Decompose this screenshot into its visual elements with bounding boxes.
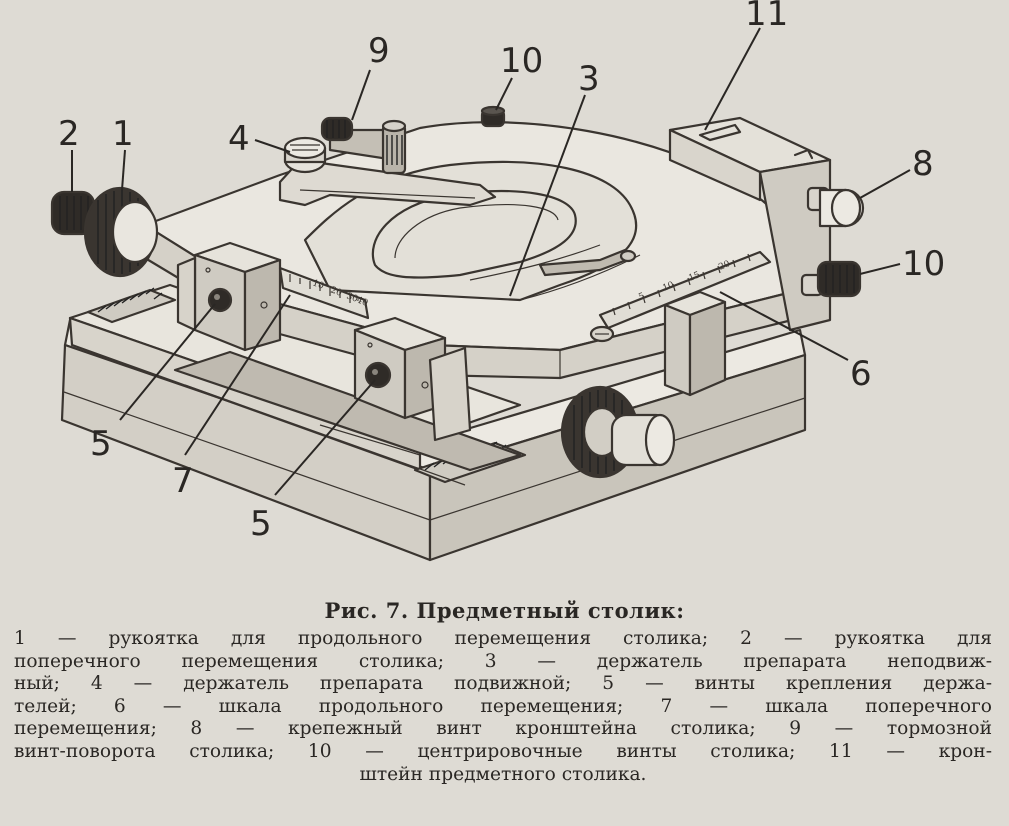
scale-7-mark: 10: [311, 278, 325, 291]
callout-label: 4: [228, 119, 250, 159]
callout-label: 2: [58, 114, 80, 154]
caption-line: ный; 4 — держатель препарата подвижной; …: [14, 673, 992, 695]
transverse-scale-7: 10 20 30 40: [278, 266, 369, 320]
callout-label: 5: [250, 504, 272, 544]
callout-label: 3: [578, 59, 600, 99]
caption-line: штейн предметного столика.: [359, 763, 647, 785]
clamp-block-left: [176, 241, 282, 352]
caption-line: телей; 6 — шкала продольного перемещения…: [14, 695, 992, 717]
callout-label: 5: [90, 424, 112, 464]
microscope-stage-illustration: 10 20 30 40 5 10 15 20: [50, 0, 945, 562]
figure-caption: Рис. 7. Предметный столик: 1 — рукоятка …: [0, 596, 1009, 826]
clamp-block-right: [353, 316, 472, 442]
handle-1-longitudinal: [83, 186, 159, 278]
scale-7-mark: 20: [329, 285, 343, 298]
caption-title: Рис. 7. Предметный столик:: [324, 598, 685, 623]
centering-screw-top: [480, 105, 506, 128]
caption-line: поперечного перемещения столика; 3 — дер…: [14, 650, 992, 672]
scale-6-mark: 5: [637, 291, 646, 303]
callout-label: 7: [172, 461, 194, 501]
caption-line: 1 — рукоятка для продольного перемещения…: [14, 628, 992, 649]
callout-label: 11: [745, 0, 788, 34]
rack-left: [86, 287, 177, 324]
caption-body: 1 — рукоятка для продольного перемещения…: [14, 628, 992, 786]
movable-slide-holder: [278, 136, 497, 207]
leader-lines: [71, 27, 911, 496]
caption-line: винт-поворота столика; 10 — центрировочн…: [14, 740, 992, 762]
scale-7-mark: 40: [355, 295, 369, 308]
scale-6-mark: 15: [687, 270, 702, 284]
handle-front: [560, 385, 676, 479]
longitudinal-scale-6: 5 10 15 20: [589, 250, 772, 343]
mounting-screw-8: [806, 186, 865, 228]
vernier-block: [663, 290, 727, 397]
callouts: 1 2 3 4 5 5 6 7 8 9 10 10 11: [58, 0, 945, 544]
caption-line: перемещения; 8 — крепежный винт кронштей…: [14, 718, 992, 740]
callout-label: 9: [368, 31, 390, 71]
callout-label: 6: [850, 354, 872, 394]
brake-screw-9: [320, 116, 407, 175]
callout-label: 8: [912, 144, 934, 184]
callout-label: 1: [112, 114, 134, 154]
scale-6-mark: 10: [661, 280, 676, 294]
scale-6-mark: 20: [717, 259, 732, 273]
centering-screw-right: [800, 260, 862, 298]
callout-label: 10: [902, 244, 945, 284]
callout-label: 10: [500, 41, 543, 81]
scale-7-mark: 30: [345, 291, 359, 304]
